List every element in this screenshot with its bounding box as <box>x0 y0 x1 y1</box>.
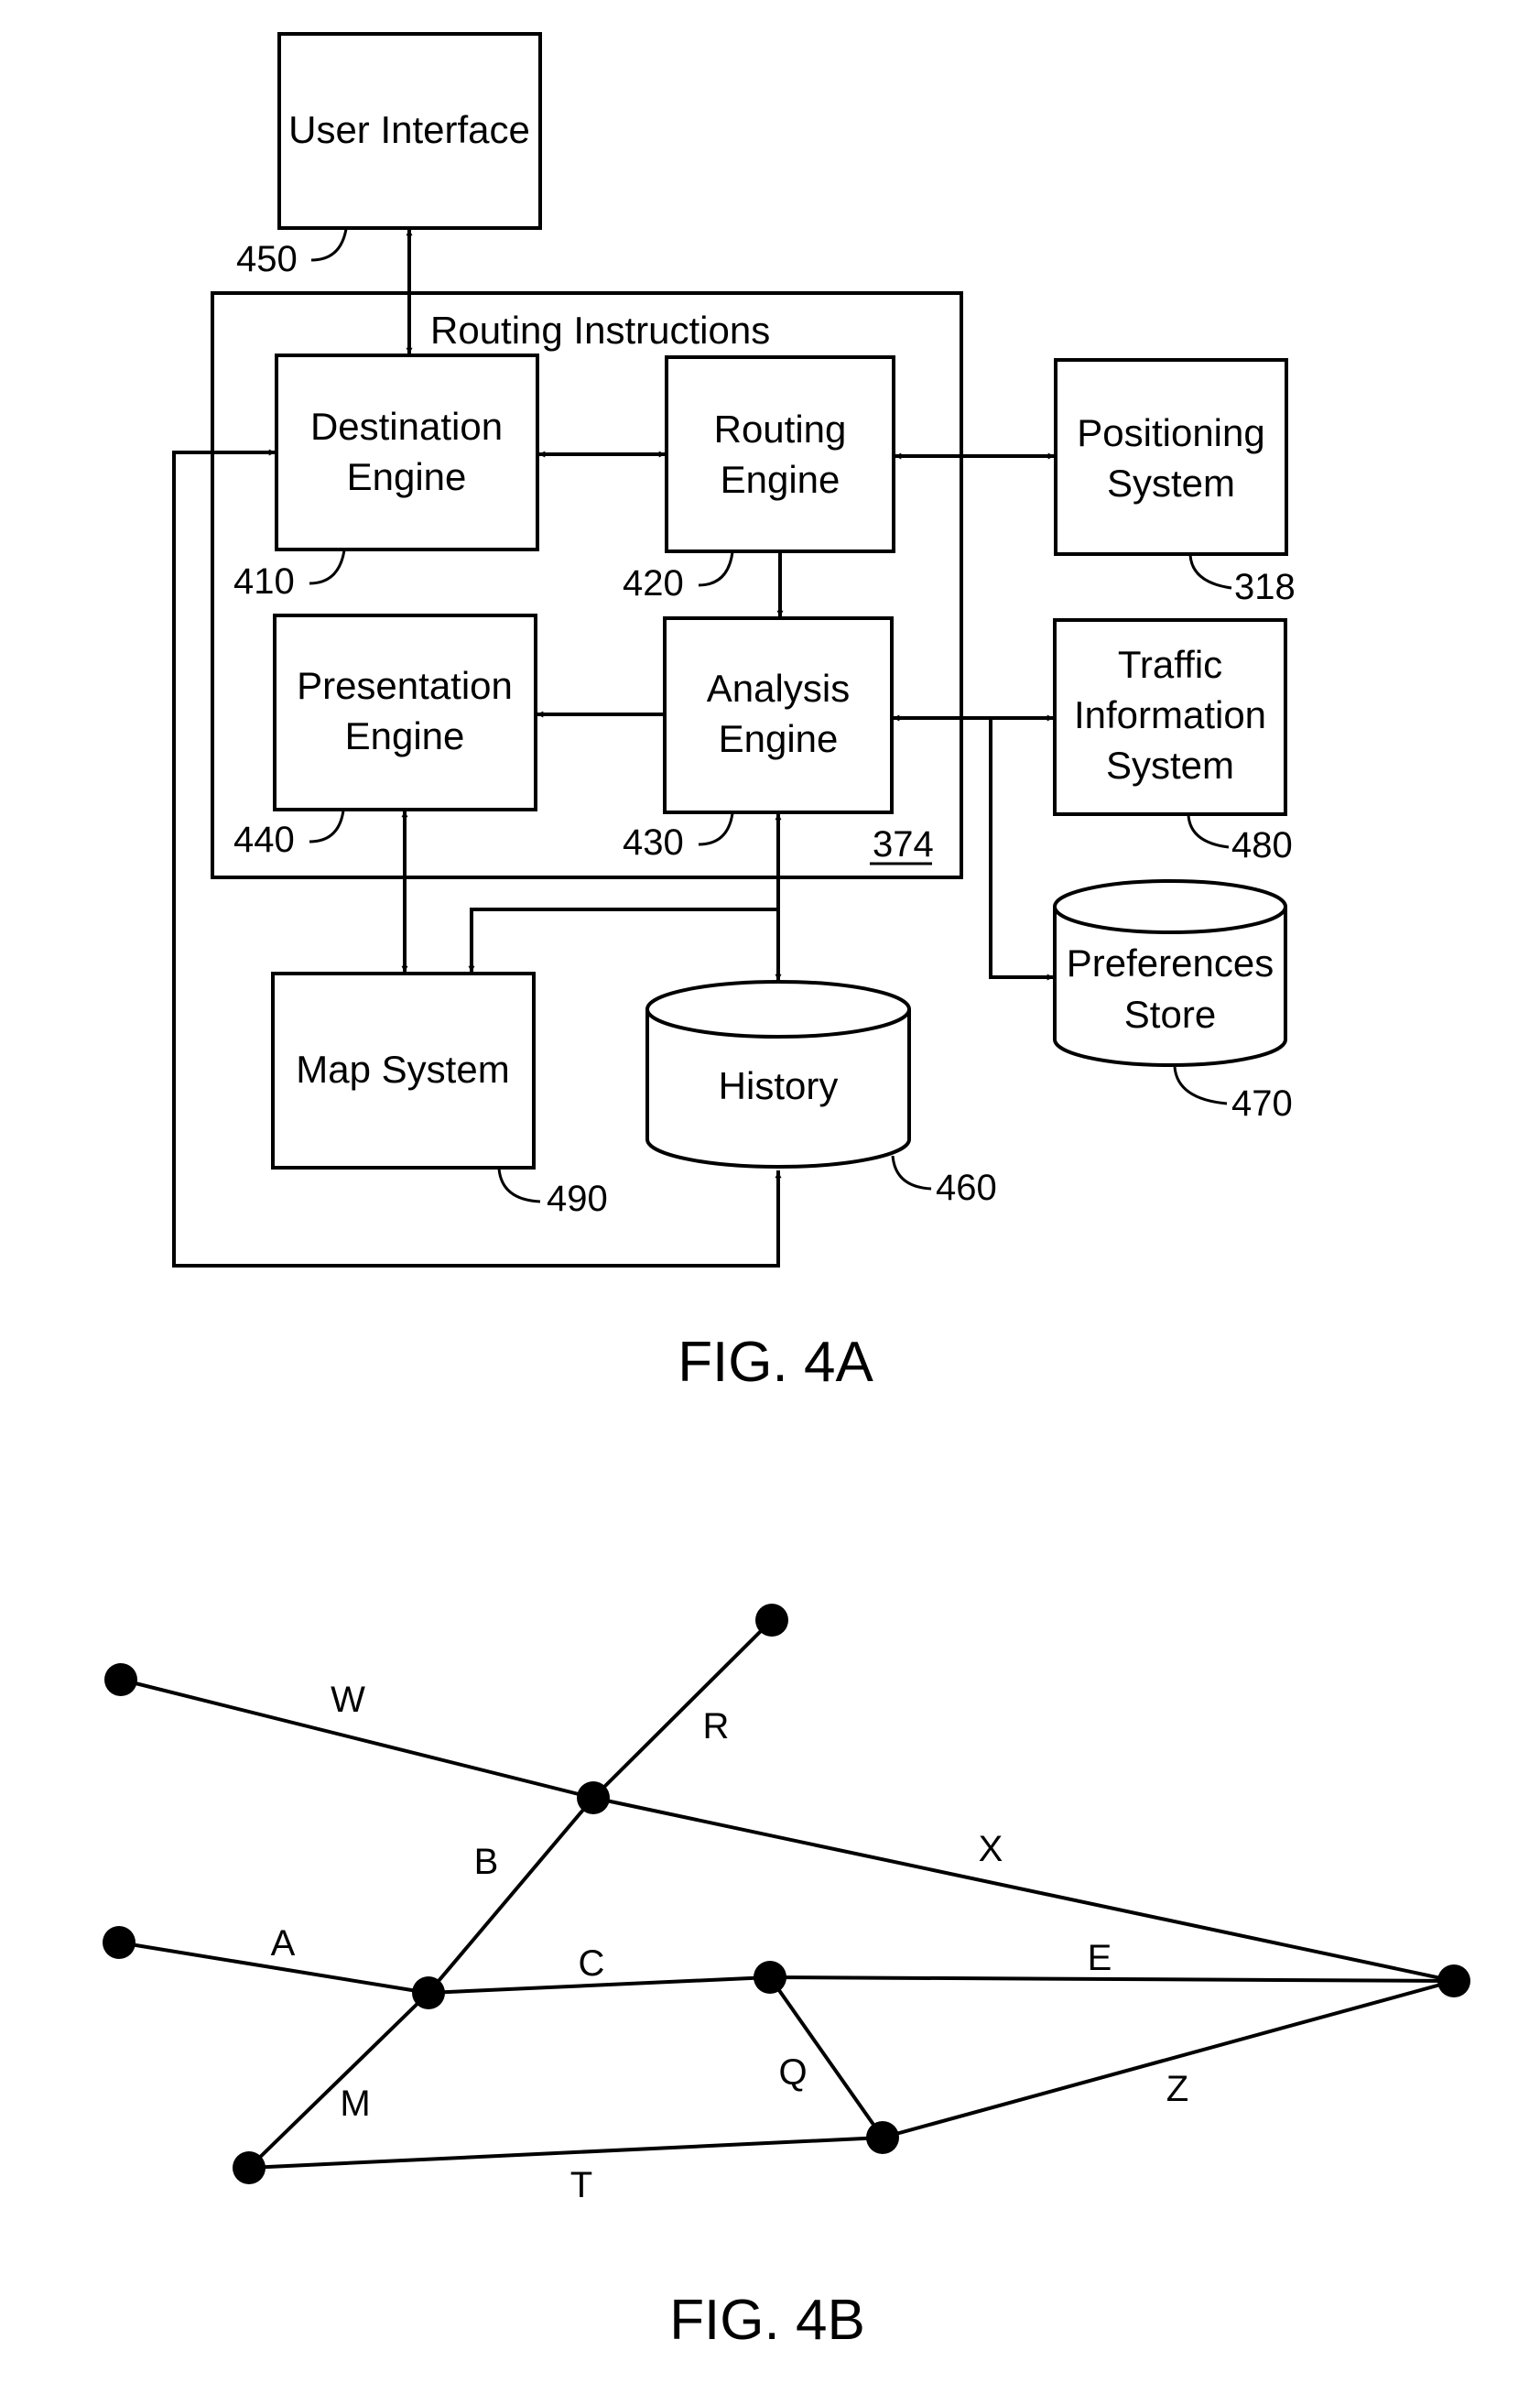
destination-engine-line1: Destination <box>310 405 503 448</box>
node <box>577 1781 610 1814</box>
presentation-engine-line2: Engine <box>345 714 465 757</box>
edge-label-q: Q <box>778 2052 807 2093</box>
edge-b-line <box>428 1798 593 1993</box>
positioning-system-line1: Positioning <box>1077 411 1264 454</box>
fig-4a-caption: FIG. 4A <box>678 1331 873 1394</box>
presentation-engine-box <box>275 615 536 810</box>
node <box>754 1961 786 1994</box>
map-system-label: Map System <box>296 1048 509 1091</box>
destination-engine-line2: Engine <box>347 455 467 498</box>
edge-label-x: X <box>979 1829 1003 1869</box>
user-interface-ref: 450 <box>236 239 298 279</box>
node <box>233 2151 266 2184</box>
history-label: History <box>719 1064 839 1107</box>
edge-e-line <box>770 1977 1454 1981</box>
positioning-system-ref: 318 <box>1234 567 1296 607</box>
edge-label-w: W <box>331 1680 365 1720</box>
edge-label-m: M <box>340 2084 370 2124</box>
fig-4a: 374 Routing Instructions User Interface … <box>174 34 1296 1394</box>
fig-4b-graph: W R B X A C E M Q Z T FIG. 4B <box>103 1604 1470 2352</box>
node <box>412 1976 445 2009</box>
edge-m-line <box>249 1993 428 2168</box>
analysis-engine-line1: Analysis <box>707 667 850 710</box>
edge-t-line <box>249 2138 883 2168</box>
analysis-engine-line2: Engine <box>719 717 839 760</box>
destination-engine-ref: 410 <box>233 561 295 602</box>
container-ref: 374 <box>873 824 934 865</box>
destination-engine-box <box>277 355 537 550</box>
fig-4b-edge-labels: W R B X A C E M Q Z T <box>271 1680 1189 2205</box>
edge-label-r: R <box>703 1706 730 1747</box>
edge-r-line <box>593 1620 772 1798</box>
routing-engine-ref: 420 <box>623 563 684 604</box>
user-interface-label: User Interface <box>288 108 530 151</box>
positioning-system-box <box>1056 360 1286 554</box>
traffic-system-line2: Information <box>1074 693 1266 736</box>
node <box>866 2121 899 2154</box>
routing-engine-line1: Routing <box>714 408 847 451</box>
traffic-system-ref: 480 <box>1231 825 1293 865</box>
edge-label-t: T <box>570 2165 592 2205</box>
preferences-store-line1: Preferences <box>1067 941 1274 985</box>
analysis-engine-box <box>665 618 892 812</box>
node <box>103 1926 136 1959</box>
history-ref: 460 <box>936 1168 997 1208</box>
fig-4b-nodes <box>103 1604 1470 2184</box>
node <box>755 1604 788 1637</box>
routing-engine-box <box>667 357 894 551</box>
routing-engine-line2: Engine <box>721 458 840 501</box>
traffic-system-line1: Traffic <box>1118 643 1222 686</box>
edge-label-c: C <box>579 1943 605 1984</box>
presentation-engine-ref: 440 <box>233 820 295 860</box>
traffic-system-line3: System <box>1106 744 1234 787</box>
node <box>104 1663 137 1696</box>
edge-label-z: Z <box>1166 2069 1188 2109</box>
presentation-engine-line1: Presentation <box>297 664 513 707</box>
preferences-store-line2: Store <box>1124 993 1216 1036</box>
preferences-store-ref: 470 <box>1231 1083 1293 1124</box>
routing-instructions-label: Routing Instructions <box>430 309 770 352</box>
edge-x-line <box>593 1798 1454 1981</box>
fig-4b-caption: FIG. 4B <box>669 2289 865 2352</box>
analysis-engine-ref: 430 <box>623 822 684 863</box>
edge-z-line <box>883 1981 1454 2138</box>
edge-label-a: A <box>271 1923 296 1964</box>
edge-label-e: E <box>1088 1938 1112 1978</box>
node <box>1437 1964 1470 1997</box>
map-system-ref: 490 <box>547 1179 608 1219</box>
positioning-system-line2: System <box>1107 462 1235 505</box>
edge-label-b: B <box>474 1842 499 1882</box>
